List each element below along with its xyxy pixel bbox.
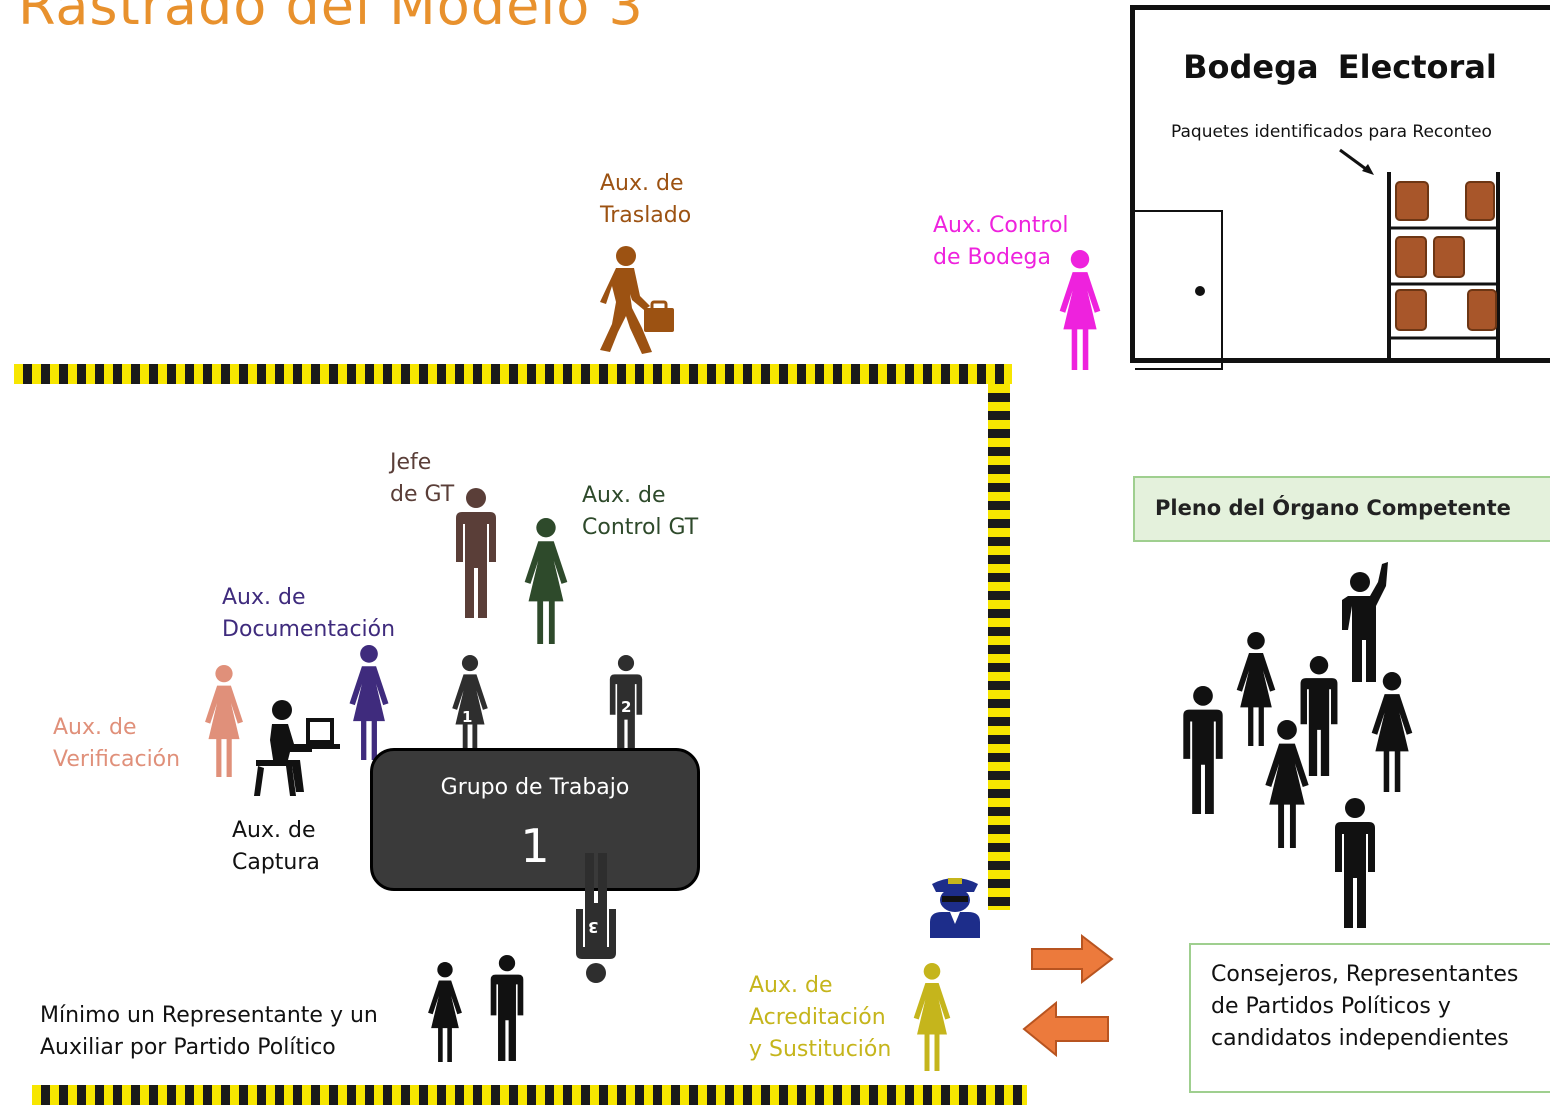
arrow-right-icon (1031, 934, 1114, 984)
grupo-label: Grupo de Trabajo (440, 775, 630, 800)
label-representantes: Mínimo un Representante y un Auxiliar po… (40, 1003, 378, 1060)
grupo-de-trabajo-table: Grupo de Trabajo 1 (370, 748, 700, 891)
grupo-number: 1 (520, 819, 550, 873)
badge-one: 1 (462, 708, 473, 726)
crowd-man-2 (1183, 686, 1223, 814)
jefe-figure (456, 488, 496, 618)
label-jefe: Jefe de GT (390, 450, 455, 507)
representante-woman-figure (428, 962, 462, 1062)
label-captura: Aux. de Captura (232, 818, 320, 875)
crowd-man-raising-hand (1342, 562, 1388, 682)
door-knob-icon (1195, 286, 1205, 296)
caution-tape-right (988, 384, 1010, 910)
label-control-bodega: Aux. Control de Bodega (933, 213, 1069, 270)
bodega-note: Paquetes identificados para Reconteo (1171, 122, 1492, 142)
pleno-box: Pleno del Órgano Competente (1133, 476, 1550, 542)
consejeros-label: Consejeros, Representantes de Partidos P… (1211, 962, 1519, 1051)
control-bodega-figure (1059, 250, 1101, 370)
pleno-label: Pleno del Órgano Competente (1155, 496, 1511, 520)
label-acreditacion: Aux. de Acreditación y Sustitución (749, 973, 892, 1062)
caution-tape-top (14, 364, 1012, 384)
verificacion-figure (205, 665, 243, 777)
label-traslado: Aux. de Traslado (600, 171, 692, 228)
door (1135, 210, 1223, 370)
control-gt-figure (524, 518, 568, 644)
representante-man-figure (490, 955, 524, 1061)
badge-two: 2 (621, 698, 632, 716)
label-control-gt: Aux. de Control GT (582, 483, 699, 540)
traslado-walker-icon (600, 246, 674, 354)
caution-tape-bottom (32, 1085, 1027, 1105)
label-documentacion: Aux. de Documentación (222, 585, 396, 642)
page-title: Rastrado del Modelo 3 (18, 0, 644, 37)
consejeros-box: Consejeros, Representantes de Partidos P… (1189, 943, 1550, 1093)
documentacion-figure (349, 645, 389, 760)
crowd-woman-2 (1371, 672, 1413, 792)
shelf-with-packages (1339, 148, 1500, 362)
captura-computer-icon (254, 700, 340, 796)
badge-three: 3 (588, 918, 599, 936)
bodega-title: Bodega Electoral (1183, 48, 1497, 86)
crowd-man-3 (1335, 798, 1375, 928)
crowd-woman-3 (1265, 720, 1309, 848)
arrow-left-icon (1022, 1001, 1109, 1057)
acreditacion-figure (913, 963, 951, 1071)
label-verificacion: Aux. de Verificación (53, 715, 181, 772)
security-guard-icon (930, 878, 980, 938)
